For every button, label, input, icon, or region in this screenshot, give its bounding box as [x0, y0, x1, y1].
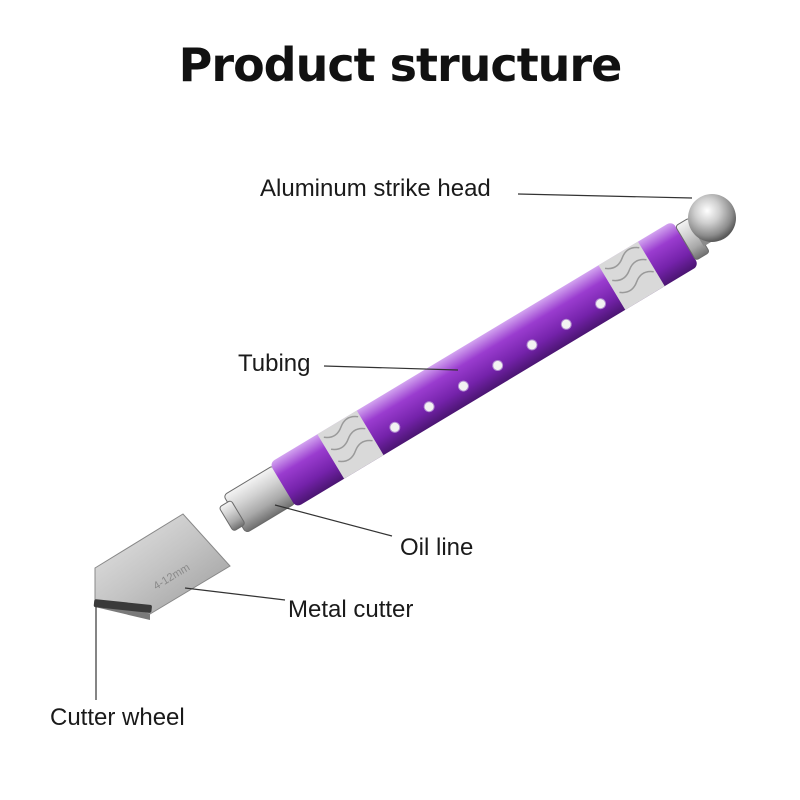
leader-oil-line: [274, 504, 393, 537]
metal-cutter-blade: 4-12mm: [94, 513, 231, 620]
crystal-stud: [560, 318, 572, 330]
label-tubing: Tubing: [238, 350, 311, 377]
leader-strike-head: [517, 193, 693, 199]
pattern-band-lower: [317, 410, 384, 479]
strike-head-ball: [688, 194, 736, 242]
tubing-body: [271, 223, 697, 506]
crystal-stud: [492, 359, 504, 371]
label-oil-line: Oil line: [400, 534, 474, 561]
leader-tubing: [323, 365, 459, 371]
crystal-stud: [595, 298, 607, 310]
label-cutter-wheel: Cutter wheel: [50, 704, 185, 731]
crystal-stud: [389, 421, 401, 433]
label-aluminum-strike-head: Aluminum strike head: [260, 175, 491, 202]
label-metal-cutter: Metal cutter: [288, 596, 414, 623]
page-title: Product structure: [178, 38, 623, 92]
cutter-wheel: [93, 599, 152, 613]
crystal-stud: [457, 380, 469, 392]
leader-metal-cutter: [184, 587, 286, 601]
pattern-band-upper: [598, 241, 665, 310]
crystal-stud: [423, 401, 435, 413]
crystal-stud: [526, 339, 538, 351]
leader-lines: [95, 193, 693, 700]
